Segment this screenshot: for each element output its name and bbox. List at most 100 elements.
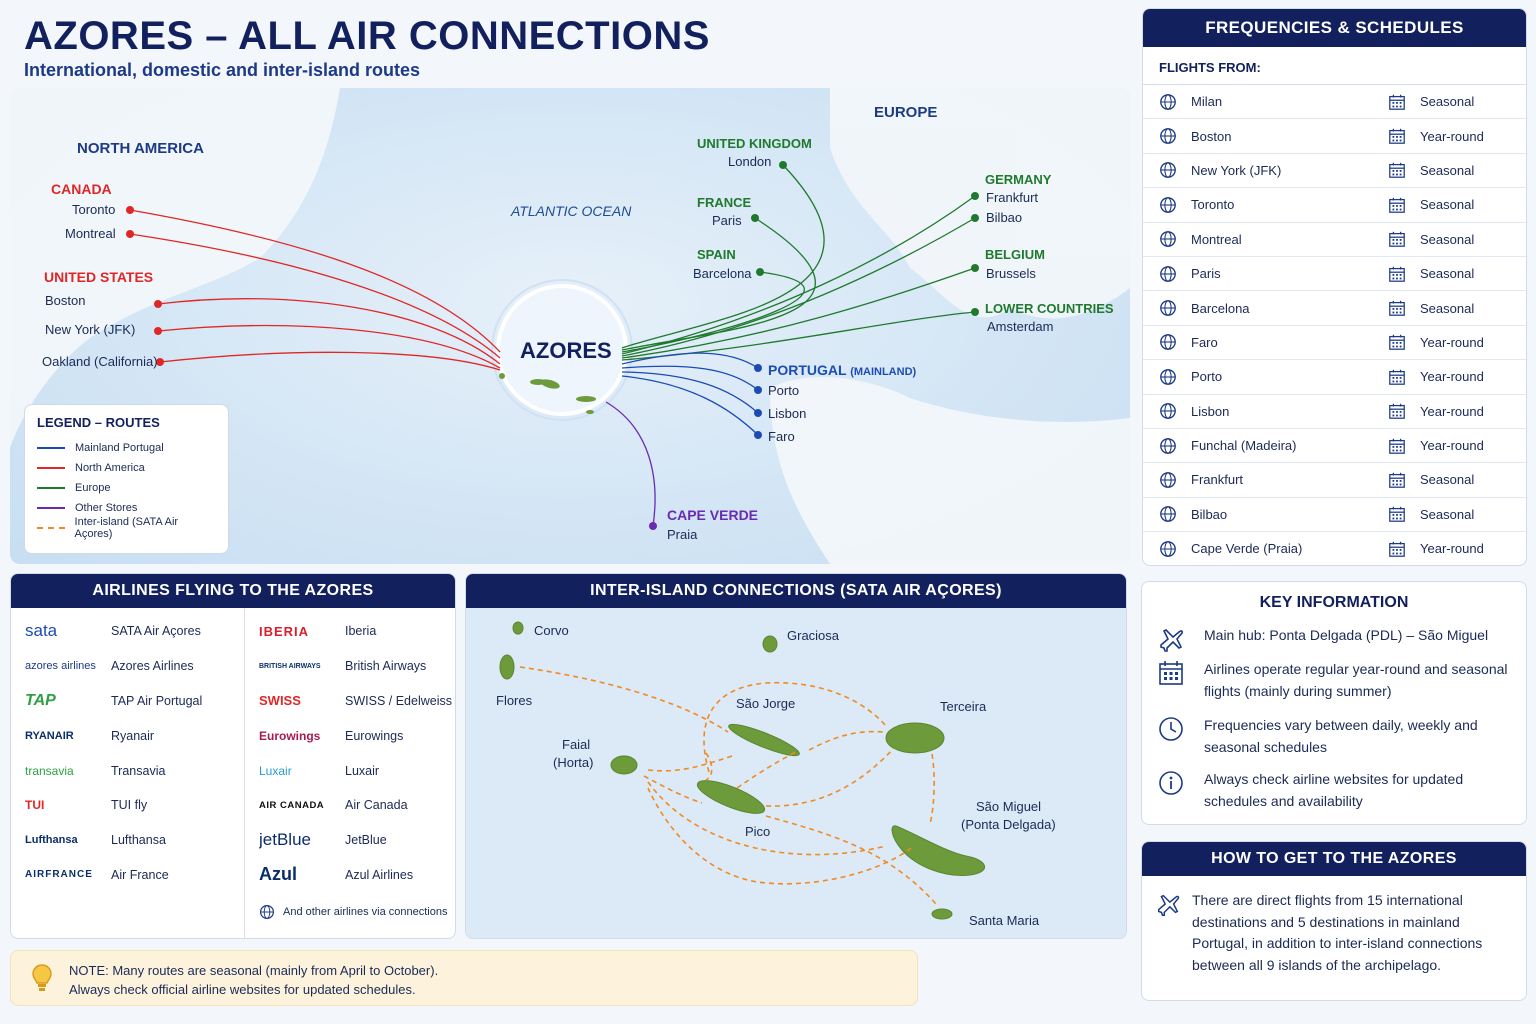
globe-icon [1160, 540, 1176, 557]
ocean-label: ATLANTIC OCEAN [511, 203, 632, 219]
city-faro: Faro [768, 429, 795, 444]
key-item-seasonal: Airlines operate regular year-round and … [1156, 658, 1516, 702]
globe-icon [1160, 93, 1176, 110]
calendar-icon [1389, 163, 1405, 179]
country-lower-countries: LOWER COUNTRIES [985, 301, 1114, 316]
airline-name: Ryanair [111, 728, 155, 743]
airline-logo: TUI [25, 798, 45, 813]
frequency-value: Seasonal [1420, 300, 1475, 316]
calendar-icon [1389, 541, 1405, 557]
label-terceira: Terceira [940, 699, 987, 714]
frequencies-title: FREQUENCIES & SCHEDULES [1143, 9, 1526, 47]
globe-icon [1160, 196, 1176, 213]
city-oakland: Oakland (California) [42, 354, 158, 369]
label-faial: Faial [562, 737, 591, 752]
calendar-icon [1159, 661, 1183, 685]
airline-logo: Luxair [259, 763, 292, 778]
airline-name: Lufthansa [111, 833, 166, 848]
globe-icon [1160, 506, 1176, 523]
airline-logo: BRITISH AIRWAYS [259, 662, 321, 670]
note-line-2: Always check official airline websites f… [69, 982, 416, 997]
page-title: AZORES – ALL AIR CONNECTIONS [24, 14, 710, 58]
city-boston: Boston [45, 293, 86, 308]
airline-name: Azores Airlines [111, 659, 194, 674]
airplane-icon [1160, 629, 1184, 652]
airline-row: TAP TAP Air Portugal [25, 684, 240, 719]
frequency-value: Seasonal [1420, 162, 1475, 178]
airline-name: Iberia [345, 624, 377, 639]
island-sao-jorge [728, 723, 800, 757]
lightbulb-icon [32, 964, 52, 991]
airline-name: Air Canada [345, 798, 408, 813]
airline-name: TAP Air Portugal [111, 693, 203, 708]
airline-name: TUI fly [111, 798, 148, 813]
country-portugal: PORTUGAL (MAINLAND) [768, 362, 917, 378]
label-sao-miguel-pdl: (Ponta Delgada) [961, 817, 1056, 832]
how-to-get-panel: HOW TO GET TO THE AZORES There are direc… [1141, 841, 1527, 1001]
country-spain: SPAIN [697, 247, 736, 262]
legend-item-north-america: North America [37, 458, 216, 478]
frequency-city: Lisbon [1191, 403, 1230, 419]
island-graciosa [762, 635, 778, 653]
key-information-title: KEY INFORMATION [1259, 594, 1409, 611]
airline-logo: SWISS [259, 693, 301, 709]
globe-icon [1160, 300, 1176, 316]
legend-item-other: Other Stores [37, 498, 216, 518]
airline-logo: RYANAIR [25, 729, 74, 742]
label-sao-jorge: São Jorge [736, 696, 796, 711]
country-cape-verde: CAPE VERDE [667, 507, 759, 523]
city-montreal: Montreal [65, 226, 116, 241]
globe-icon [1160, 403, 1176, 420]
airline-name: SWISS / Edelweiss [345, 693, 452, 708]
calendar-icon [1389, 472, 1405, 488]
frequency-city: New York (JFK) [1191, 162, 1282, 178]
calendar-icon [1389, 197, 1405, 213]
globe-icon [1160, 334, 1176, 351]
calendar-icon [1389, 266, 1405, 282]
airline-logo: Azul [259, 864, 297, 885]
frequency-city: Paris [1191, 266, 1221, 282]
country-germany: GERMANY [985, 172, 1052, 187]
frequency-row: New York (JFK) Seasonal [1143, 154, 1526, 189]
island-terceira [885, 722, 945, 754]
inter-island-panel: INTER-ISLAND CONNECTIONS (SATA AIR AÇORE… [465, 573, 1127, 939]
airline-name: Luxair [345, 763, 380, 778]
frequency-city: Montreal [1191, 231, 1242, 247]
frequency-city: Milan [1191, 94, 1223, 110]
label-santa-maria: Santa Maria [969, 913, 1040, 928]
airline-logo: Eurowings [259, 728, 321, 743]
airline-logo: TAP [25, 691, 56, 709]
key-item-check: Always check airline websites for update… [1156, 768, 1516, 812]
airline-logo: Lufthansa [25, 834, 78, 847]
country-france: FRANCE [697, 195, 752, 210]
hub-label: AZORES [520, 338, 612, 363]
airline-name: British Airways [345, 659, 427, 674]
airline-row: TUI TUI fly [25, 788, 240, 823]
city-paris: Paris [712, 213, 742, 228]
frequency-city: Funchal (Madeira) [1191, 438, 1297, 454]
airline-logo: transavia [25, 763, 74, 778]
airline-name: Azul Airlines [345, 867, 414, 882]
island-pico [696, 780, 766, 814]
city-london: London [728, 154, 772, 169]
airline-name: JetBlue [345, 833, 387, 848]
airline-logo: AIRFRANCE [25, 869, 93, 881]
frequency-value: Seasonal [1420, 506, 1475, 522]
info-icon [1159, 771, 1183, 795]
label-graciosa: Graciosa [787, 628, 840, 643]
label-corvo: Corvo [534, 623, 569, 638]
country-belgium: BELGIUM [985, 247, 1045, 262]
airline-name: Air France [111, 867, 169, 882]
